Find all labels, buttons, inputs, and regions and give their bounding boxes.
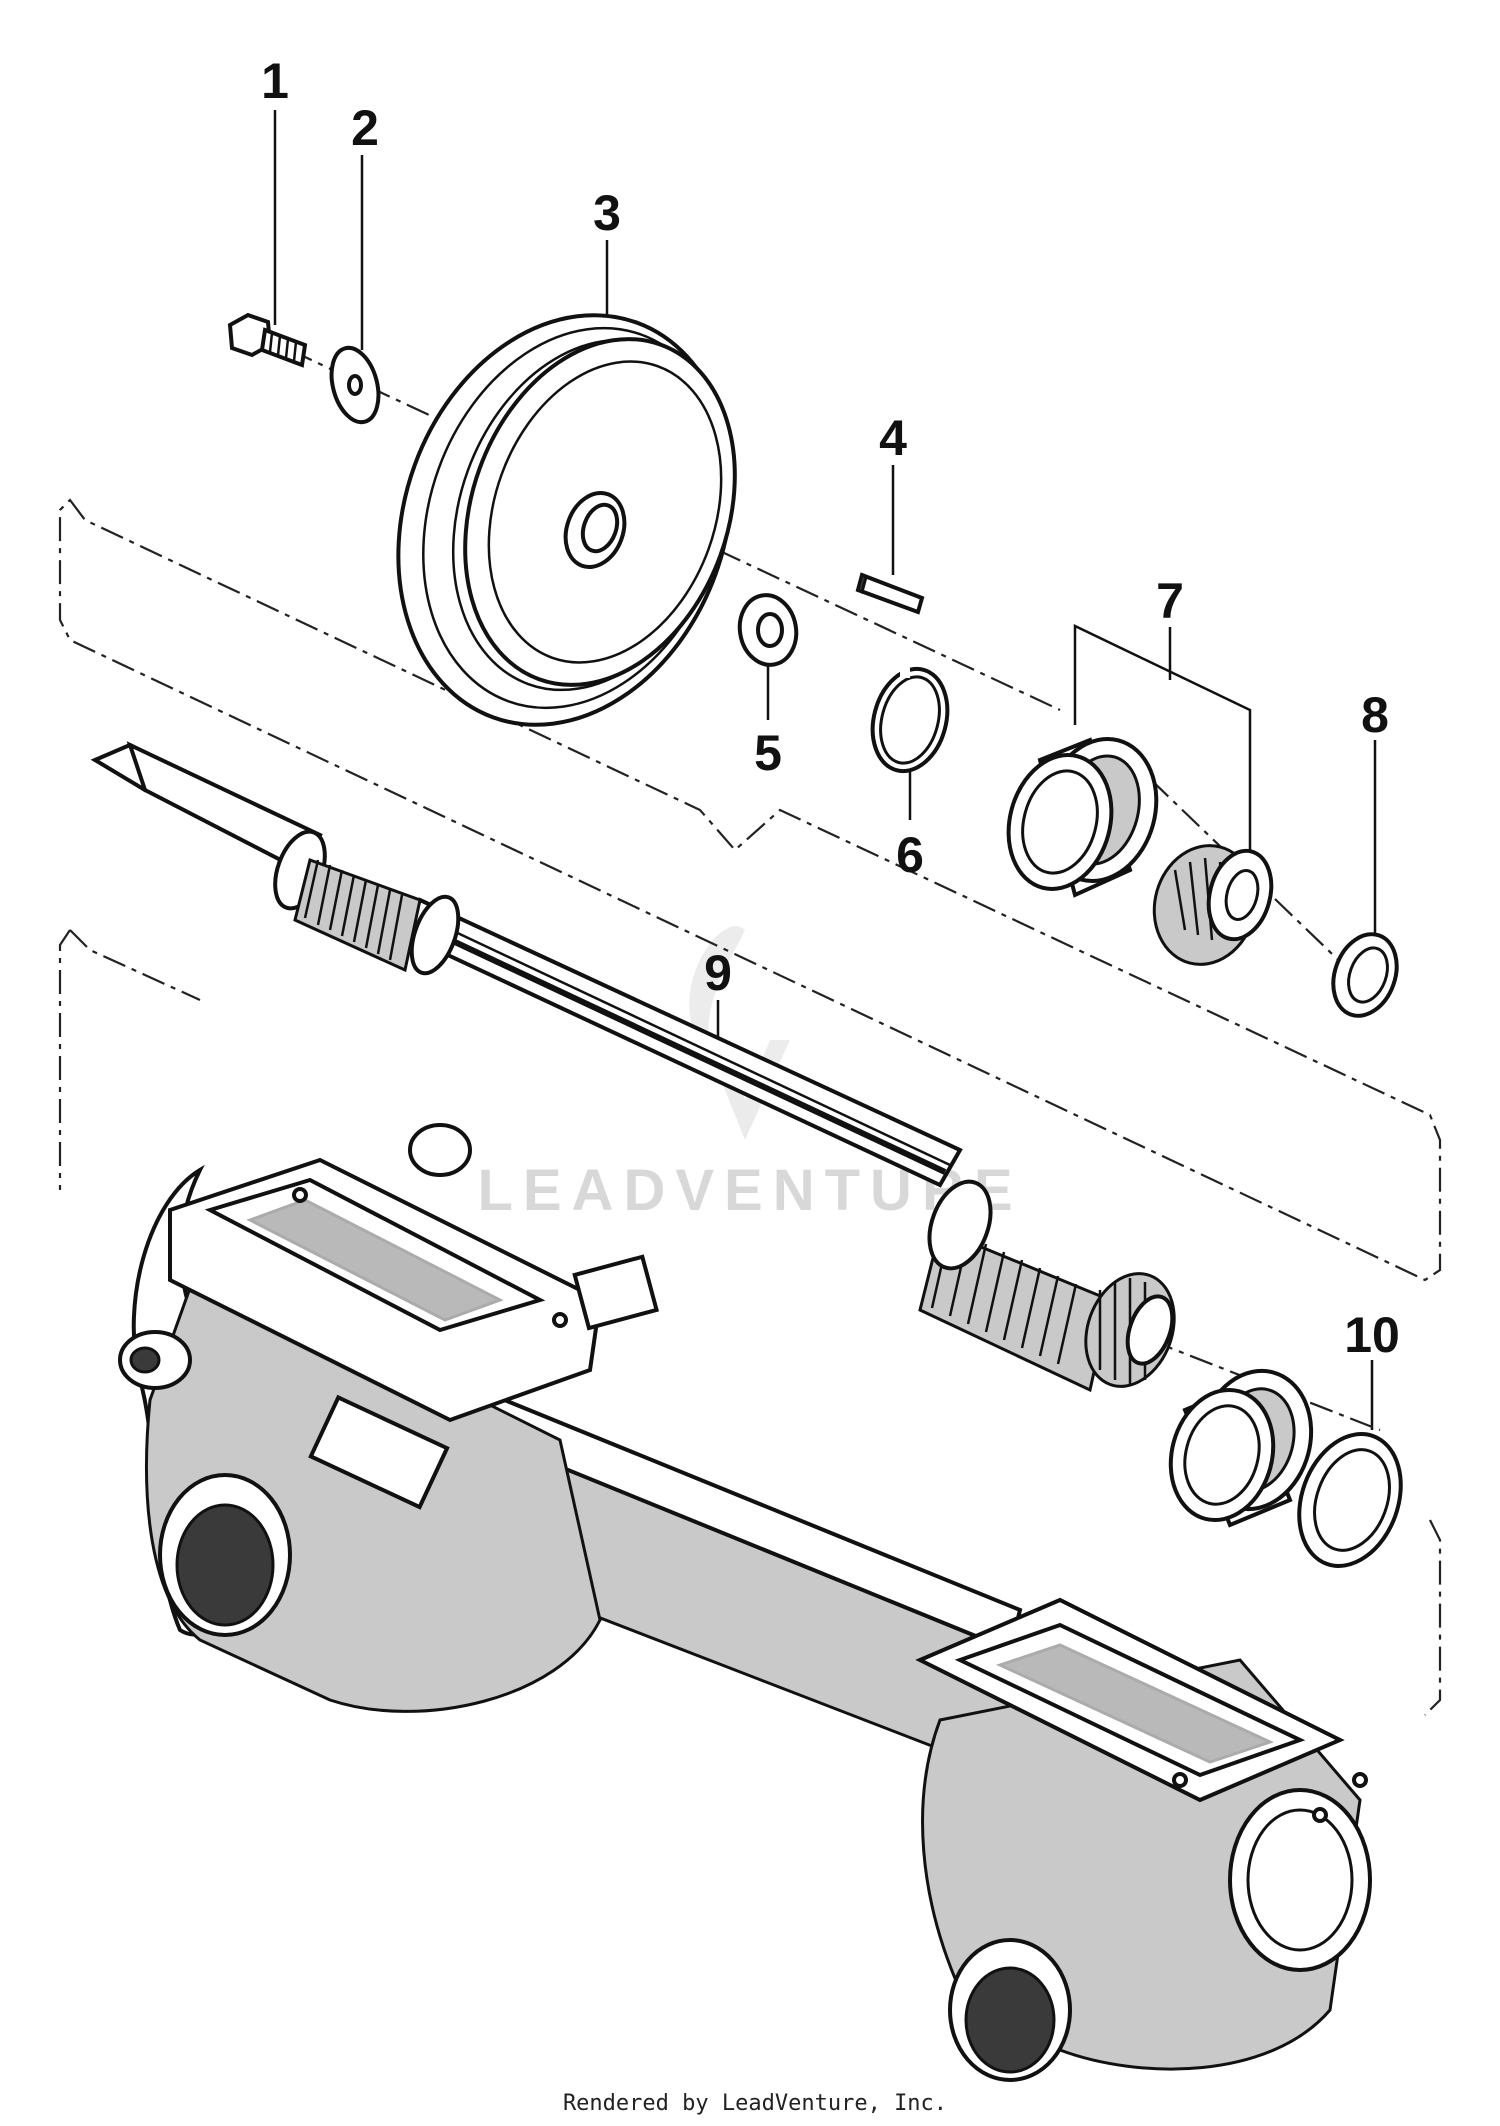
callout-7: 7 xyxy=(1156,573,1184,629)
leader-lines xyxy=(273,110,1377,1430)
part-3-pulley xyxy=(396,313,737,727)
part-1-bolt xyxy=(227,312,308,368)
rear-bearing-cup xyxy=(1168,1368,1314,1528)
part-5-washer xyxy=(737,593,799,667)
part-10-washer xyxy=(1297,1432,1403,1568)
worm-gear-front xyxy=(293,858,461,976)
callout-10: 10 xyxy=(1344,1307,1400,1363)
callout-9: 9 xyxy=(704,945,732,1001)
part-7-bearing-cone xyxy=(1152,844,1274,966)
housing-group-boundary xyxy=(69,929,201,1002)
part-8-washer xyxy=(1331,932,1399,1018)
part-6-snap-ring xyxy=(870,666,950,774)
callout-4: 4 xyxy=(879,410,907,466)
callout-2: 2 xyxy=(351,100,379,156)
part-4-key xyxy=(855,572,925,615)
callout-8: 8 xyxy=(1361,687,1389,743)
housing-group-boundary-right xyxy=(1424,1519,1442,1716)
part-2-washer xyxy=(329,345,381,425)
housing-group-boundary-left xyxy=(58,929,71,1190)
part-9-worm-shaft xyxy=(90,741,1176,1393)
transmission-housing xyxy=(118,1123,1372,2082)
callout-5: 5 xyxy=(754,725,782,781)
worm-gear-rear xyxy=(918,1179,1176,1393)
footer-credit: Rendered by LeadVenture, Inc. xyxy=(563,2091,947,2116)
shaft-group-boundary xyxy=(58,498,1442,1282)
part-7-bearing-cup xyxy=(1006,737,1159,898)
callout-6: 6 xyxy=(896,827,924,883)
callout-1: 1 xyxy=(261,53,289,109)
callout-3: 3 xyxy=(593,185,621,241)
